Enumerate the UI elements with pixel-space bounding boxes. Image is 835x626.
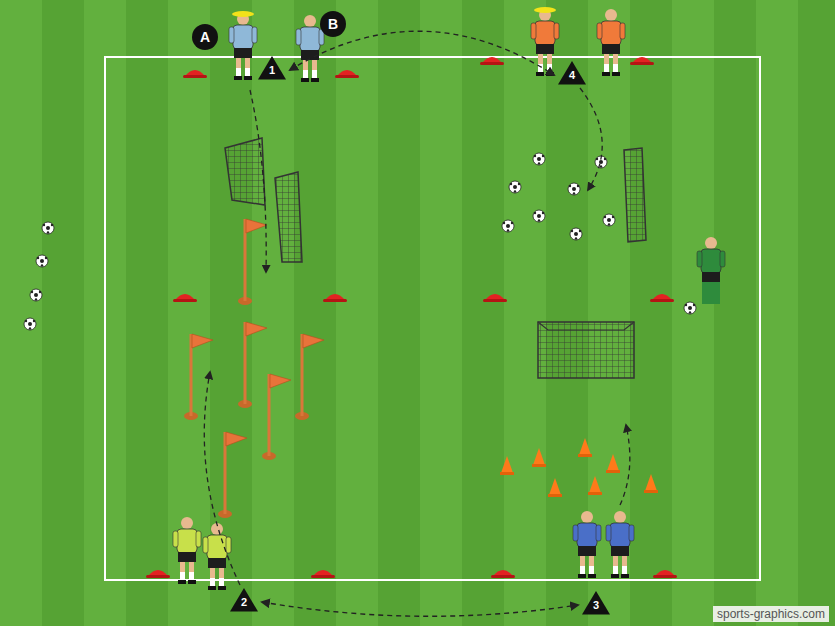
station-number: 1 [269,65,275,76]
station-triangle: 1 [258,56,286,80]
rotation-arrow [262,602,578,616]
player-letter: A [200,30,210,44]
station-number: 3 [593,600,599,611]
rotation-arrow [290,31,554,75]
player-letter: B [328,17,338,31]
station-triangle: 3 [582,591,610,615]
player-marker: B [320,11,346,37]
station-number: 2 [241,597,247,608]
station-number: 4 [569,70,575,81]
watermark: sports-graphics.com [713,606,829,622]
player-marker: A [192,24,218,50]
station-triangle: 2 [230,588,258,612]
station-triangle: 4 [558,61,586,85]
